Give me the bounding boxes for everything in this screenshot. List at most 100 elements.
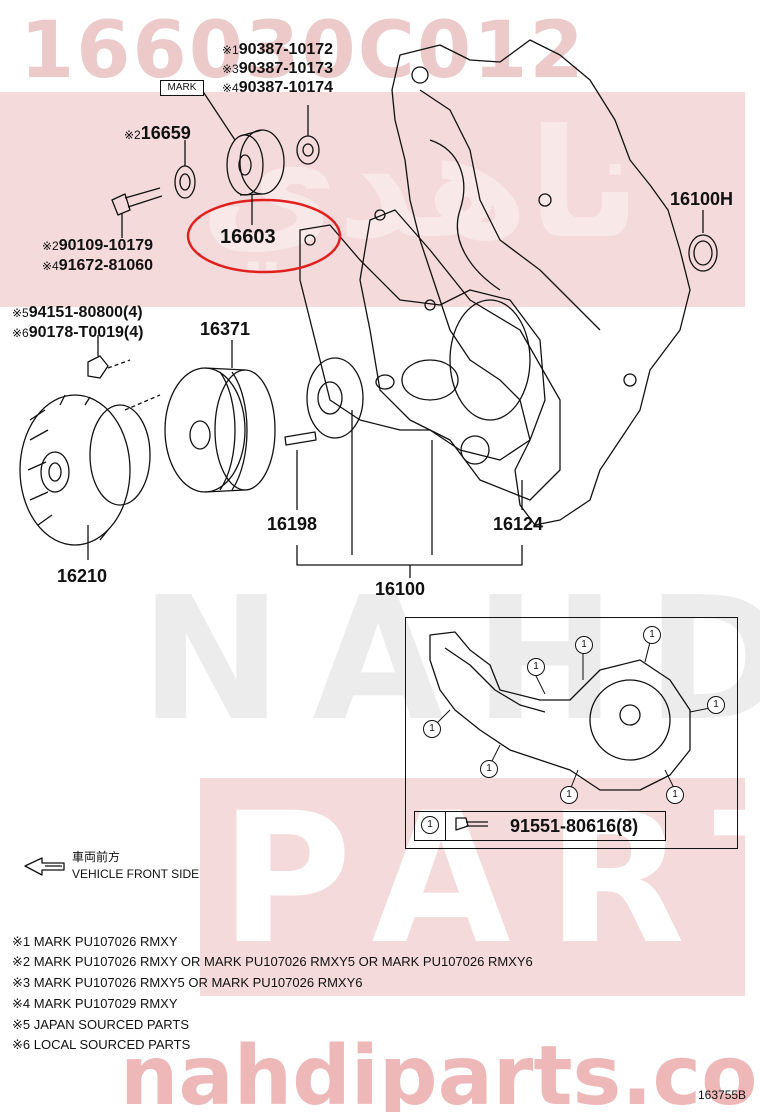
part-number-16603: 16603 <box>220 226 276 248</box>
inset-pump-outline <box>429 631 691 791</box>
fan-pulley-hub <box>189 420 211 450</box>
timing-cover-inner <box>429 139 501 291</box>
watermark-part-code: 166030C012 <box>20 6 586 96</box>
watermark-url: nahdiparts.com <box>120 1029 760 1112</box>
ref-mark: ※2 <box>124 128 141 142</box>
ref-part-number: 90387-10174 <box>238 79 334 96</box>
nut-dashed-guide <box>107 359 131 369</box>
inset-callout: 1 <box>480 760 498 778</box>
timing-cover-rib <box>419 89 601 331</box>
inset-callout: 1 <box>707 696 725 714</box>
ref-part-number: 90387-10173 <box>238 60 334 77</box>
ref-91672-81060: ※491672-81060 <box>42 258 153 274</box>
vehicle-front-jp: 車両前方 <box>72 850 121 864</box>
ref-mark: ※2 <box>42 239 59 253</box>
watermark-brand-bottom: PARTS <box>220 775 760 984</box>
legend-note-4: ※4 MARK PU107029 RMXY <box>12 996 178 1011</box>
water-pump-shaft <box>375 374 395 390</box>
watermark-band-top <box>0 92 745 307</box>
ref-90387-10173: ※390387-10173 <box>222 61 333 77</box>
mark-label: MARK <box>160 80 204 96</box>
idler-pulley-hub <box>238 154 252 176</box>
inset-pump-hub <box>589 679 671 761</box>
inset-callout: 1 <box>575 636 593 654</box>
ref-part-number: 91672-81060 <box>58 257 154 274</box>
part-number-16198: 16198 <box>267 514 318 534</box>
fan-nut <box>87 355 109 379</box>
ref-16659: ※216659 <box>124 124 191 142</box>
diagram-id: 163755B <box>698 1088 747 1102</box>
pump-gasket <box>359 209 561 501</box>
ref-90178-t0019: ※690178-T0019(4) <box>12 325 143 341</box>
ref-part-number: 90178-T0019(4) <box>28 324 144 341</box>
pump-bolt-hole <box>424 299 436 311</box>
inset-key-cell <box>415 812 446 840</box>
ref-mark: ※1 <box>222 43 239 57</box>
ref-mark: ※5 <box>12 306 29 320</box>
fan-pulley-front <box>164 367 246 493</box>
timing-cover-outline <box>391 39 691 526</box>
watermark-band-bottom <box>200 778 745 996</box>
ref-90387-10172: ※190387-10172 <box>222 42 333 58</box>
watermark-brand-top: NAHDI <box>140 561 760 759</box>
inset-bolt-part-number: 91551-80616(8) <box>510 816 639 836</box>
ref-part-number: 94151-80800(4) <box>28 304 143 321</box>
inset-key-row <box>414 811 666 841</box>
inset-callout: 1 <box>666 786 684 804</box>
legend-note-1: ※1 MARK PU107026 RMXY <box>12 934 178 949</box>
inset-callout: 1 <box>527 658 545 676</box>
plate-washer <box>174 165 196 199</box>
vehicle-front-en: VEHICLE FRONT SIDE <box>72 867 200 881</box>
ref-mark: ※4 <box>42 259 59 273</box>
part-number-16210: 16210 <box>57 566 108 586</box>
legend-note-2: ※2 MARK PU107026 RMXY OR MARK PU107026 R… <box>12 954 533 969</box>
inset-bolt-locations <box>405 617 738 849</box>
part-number-16100h: 16100H <box>670 189 734 209</box>
spacer-collar <box>296 135 320 165</box>
oil-seal <box>688 234 718 272</box>
ref-94151-80800: ※594151-80800(4) <box>12 305 143 321</box>
ref-mark: ※3 <box>222 62 239 76</box>
legend-note-5: ※5 JAPAN SOURCED PARTS <box>12 1017 190 1032</box>
fan-clutch-fins <box>27 394 109 541</box>
pump-pulley-flange <box>306 357 364 439</box>
cover-bolt-hole <box>538 193 552 207</box>
inset-callout: 1 <box>560 786 578 804</box>
water-pump-body <box>299 224 546 461</box>
ref-90387-10174: ※490387-10174 <box>222 80 333 96</box>
bracket-16100 <box>296 545 523 566</box>
inset-callout: 1 <box>643 626 661 644</box>
pump-bolt-hole <box>304 234 316 246</box>
part-number-16371: 16371 <box>200 319 251 339</box>
ref-part-number: 16659 <box>140 123 191 143</box>
idler-pulley-back <box>239 129 285 195</box>
cover-bolt-hole <box>411 66 429 84</box>
inset-callout: 1 <box>423 720 441 738</box>
inset-gasket-line <box>444 647 546 713</box>
fan-clutch-face <box>40 451 70 493</box>
legend-note-3: ※3 MARK PU107026 RMXY5 OR MARK PU107026 … <box>12 975 363 990</box>
fan-clutch-rear <box>89 404 151 506</box>
water-pump-hub <box>401 359 459 401</box>
fan-dashed-guide <box>124 394 161 411</box>
highlight-ellipse <box>186 198 342 274</box>
ref-90109-10179: ※290109-10179 <box>42 238 153 254</box>
idler-pulley-front <box>226 134 264 196</box>
ref-part-number: 90109-10179 <box>58 237 154 254</box>
part-number-16100: 16100 <box>375 579 426 599</box>
water-pump-impeller-ring <box>449 299 531 421</box>
ref-mark: ※6 <box>12 326 29 340</box>
part-number-16124: 16124 <box>493 514 544 534</box>
ref-part-number: 90387-10172 <box>238 41 334 58</box>
front-arrow <box>24 857 65 876</box>
gasket-hole <box>460 435 490 465</box>
legend-note-6: ※6 LOCAL SOURCED PARTS <box>12 1037 191 1052</box>
idler-bolt <box>111 193 131 216</box>
fan-clutch-body <box>19 394 131 546</box>
cover-bolt-hole <box>623 373 637 387</box>
ref-mark: ※4 <box>222 81 239 95</box>
stud-bolt <box>284 431 317 446</box>
inset-key-callout: 1 <box>421 816 439 834</box>
